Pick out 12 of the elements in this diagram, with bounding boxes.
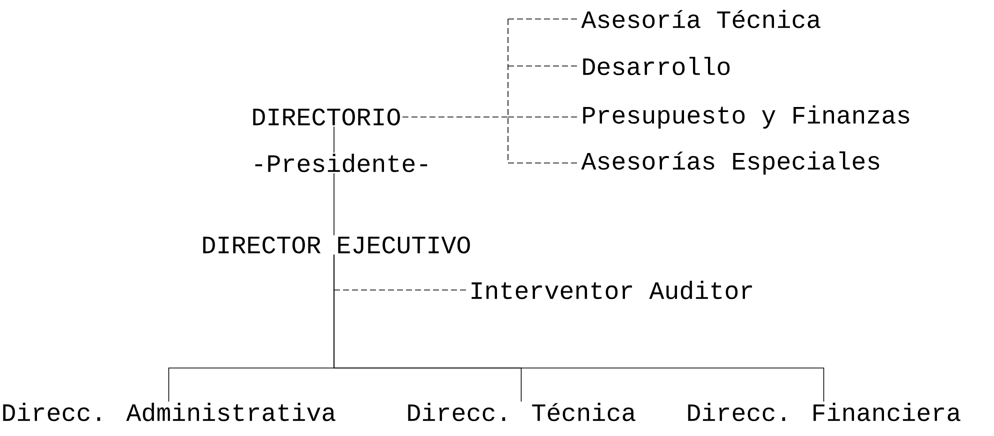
unit-label: Direcc. Técnica <box>408 402 636 422</box>
unit-label: Desarrollo <box>583 56 730 76</box>
connector-line <box>334 254 824 402</box>
board-label: DIRECTORIO <box>253 108 400 126</box>
director-label: DIRECTOR EJECUTIVO <box>203 236 470 254</box>
unit-label: Asesorías Especiales <box>581 151 880 175</box>
unit-label: Asesoría Técnica <box>581 10 820 28</box>
auditor-label: Interventor Auditor <box>472 280 752 300</box>
unit-label: Direcc. Administrativa <box>3 402 336 422</box>
unit-label: Direcc. Financiera <box>688 402 960 422</box>
role-label: -Presidente- <box>255 154 428 172</box>
unit-label: Presupuesto y Finanzas <box>583 105 910 129</box>
